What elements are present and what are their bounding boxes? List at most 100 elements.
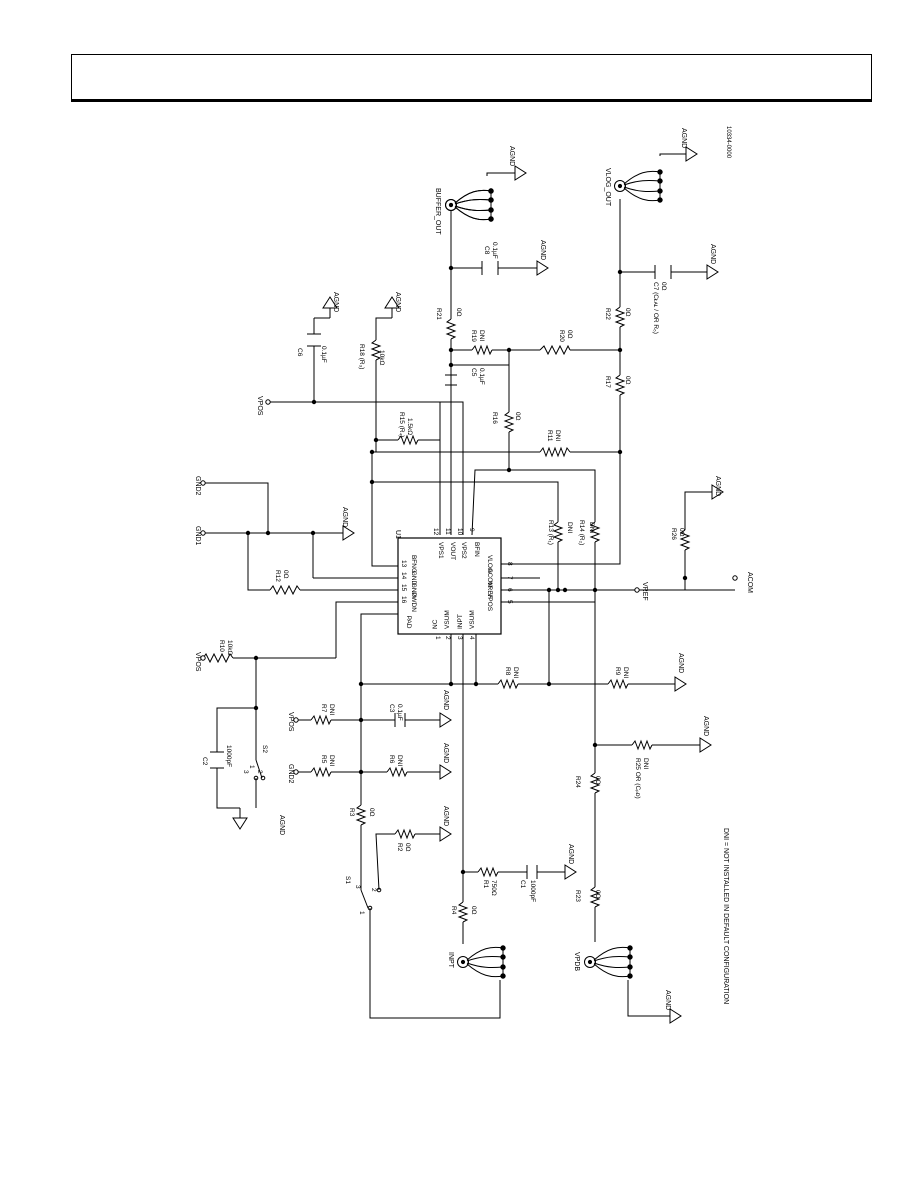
footnote-label: DNI = NOT INSTALLED IN DEFAULT CONFIGURA… (722, 828, 729, 1004)
agnd-r2: AGND (442, 806, 449, 826)
r12-val: 0Ω (282, 570, 289, 579)
r20-ref: R20 (558, 330, 565, 342)
net-vpdb: VPDB (573, 952, 580, 971)
r22-zigzag (614, 306, 626, 328)
c7-ref: C7 (Cᴌᴀʟ / OR R₆) (652, 282, 659, 334)
s2-p1: 1 (248, 765, 255, 769)
r6-ref: R6 (388, 755, 395, 764)
r21-zigzag (445, 318, 457, 340)
r26-zigzag (679, 529, 691, 551)
r19-ref: R19 (470, 330, 477, 342)
pin-num-10: 10 (456, 528, 463, 536)
pin-num-1: 1 (434, 636, 441, 640)
pin-num-15: 15 (400, 584, 407, 592)
pin-bfin-label: BFIN (473, 542, 480, 557)
r15-zigzag (397, 434, 419, 446)
r16-ref: R16 (491, 412, 498, 424)
pin-vref-label: VREF (486, 581, 493, 598)
c1-val: 1000pF (529, 880, 536, 902)
pin-bfng-label: BFNG (410, 555, 417, 573)
figure-id-label: 10334-0000 (725, 126, 731, 159)
r23-zigzag (589, 886, 601, 908)
r23-val: 0Ω (594, 890, 601, 899)
junction-dots (245, 265, 688, 875)
ic-u1 (397, 537, 502, 635)
r24-val: 0Ω (594, 776, 601, 785)
pin-num-12: 12 (432, 528, 439, 536)
agnd-vlog: AGND (680, 128, 687, 148)
r3-val: 0Ω (368, 808, 375, 817)
r16-val: 0Ω (514, 412, 521, 421)
c8-ref: C8 (483, 246, 490, 255)
r6-val: DNI (396, 755, 403, 766)
r13-zigzag (552, 521, 564, 543)
agnd-buffer: AGND (508, 146, 515, 166)
r11-zigzag (539, 446, 571, 458)
r1-zigzag (477, 866, 499, 878)
r8-ref: R8 (504, 667, 511, 676)
r18-zigzag (370, 339, 382, 361)
net-gnd2-mid: GND2 (287, 764, 294, 784)
r15-ref: R15 (R₄) (398, 412, 405, 437)
net-vpos-left: VPOS (194, 652, 201, 672)
r14-ref: R14 (R₂) (578, 520, 585, 545)
r22-ref: R22 (604, 308, 611, 320)
c6-val: 0.1µF (320, 346, 327, 363)
pin-num-3: 3 (456, 636, 463, 640)
r4-ref: R4 (450, 906, 457, 915)
agnd-r25: AGND (702, 716, 709, 736)
pin-acom-label: ACOM (486, 568, 493, 588)
r17-zigzag (614, 374, 626, 396)
r6-zigzag (386, 766, 408, 778)
agnd-s2: AGND (278, 815, 285, 835)
r9-zigzag (607, 678, 629, 690)
pin-num-7: 7 (506, 576, 513, 580)
pin-pad-label: PAD (405, 616, 412, 629)
pin-pwdn-label: PWDN (410, 592, 417, 612)
r7-ref: R7 (320, 704, 327, 713)
r21-ref: R21 (435, 308, 442, 320)
net-acom: ACOM (746, 572, 753, 593)
s2-p3: 3 (242, 770, 249, 774)
c7-val: 0Ω (660, 282, 667, 291)
r24-zigzag (589, 772, 601, 794)
pin-vlog-label: VLOG (486, 555, 493, 573)
agnd-vpdb: AGND (664, 990, 671, 1010)
r20-val: 0Ω (566, 330, 573, 339)
pin-num-8: 8 (506, 562, 513, 566)
c8-val: 0.1µF (491, 242, 498, 259)
r2-zigzag (394, 828, 416, 840)
r13-val: DNI (566, 522, 573, 533)
net-vpos-mid: VPOS (287, 712, 294, 732)
pin-num-6: 6 (506, 588, 513, 592)
ic-pin-labels: NC VSUM INPT VSUM VPS1 VOUT VPS2 BFIN BF… (400, 528, 513, 640)
s2-ref: S2 (261, 745, 268, 753)
r18-val: 10kΩ (378, 350, 385, 365)
r2-ref: R2 (396, 843, 403, 852)
r8-zigzag (497, 678, 519, 690)
pin-gnd14-label: GND (410, 571, 417, 586)
pin-num-4: 4 (468, 636, 475, 640)
r24-ref: R24 (574, 776, 581, 788)
s2-p2: 2 (256, 770, 263, 774)
s1-p3: 3 (354, 885, 361, 889)
pin-vout-label: VOUT (449, 542, 456, 560)
r25-zigzag (631, 739, 653, 751)
net-vref: VREF (641, 582, 648, 601)
pin-gnd15-label: GND (410, 583, 417, 598)
c2-ref: C2 (201, 757, 208, 766)
r16-zigzag (503, 411, 515, 433)
r10-zigzag (202, 652, 234, 664)
s1-ref: S1 (344, 876, 351, 884)
r8-val: DNI (512, 667, 519, 678)
r11-ref: R11 (546, 430, 553, 442)
r15-val: 1.5kΩ (406, 418, 413, 435)
r3-ref: R3 (348, 808, 355, 817)
r23-ref: R23 (574, 890, 581, 902)
r13-ref: R13 (R₁) (547, 520, 554, 545)
net-gnd2-top: GND2 (194, 476, 201, 496)
agnd-c7: AGND (709, 244, 716, 264)
r26-val: 0Ω (678, 528, 685, 537)
r22-val: 0Ω (624, 308, 631, 317)
